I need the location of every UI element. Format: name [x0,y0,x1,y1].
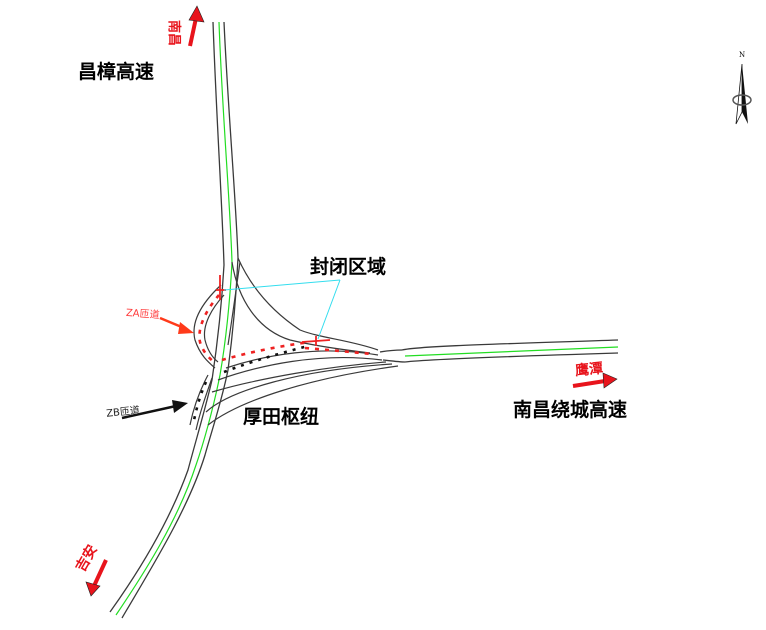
label-za-ramp: ZA匝道 [125,307,160,322]
direction-label-north: 南昌 [166,20,181,47]
north-direction-arrow [188,5,205,47]
east-direction-arrow [572,372,618,389]
main-trunk-road [109,21,239,619]
zb-closure-dashes [191,344,309,426]
east-road [379,339,619,363]
north-compass-icon [732,63,752,125]
southwest-direction-arrow [85,559,108,597]
za-closure-dashes [198,294,373,364]
label-changzhang-expressway: 昌樟高速 [78,61,155,83]
label-houtian-hub: 厚田枢纽 [243,406,320,428]
zb-pointer-arrow [121,400,188,420]
closed-area-leader-lines [223,279,341,340]
label-nanchang-ring-expressway: 南昌绕城高速 [513,399,628,421]
center-line-east [404,346,619,357]
za-pointer-arrow [159,316,194,334]
ramps [189,257,399,431]
direction-label-east: 鹰潭 [574,360,604,380]
center-line-trunk [115,21,233,616]
label-closed-area: 封闭区域 [310,256,387,278]
compass-north-label: N [739,51,746,59]
